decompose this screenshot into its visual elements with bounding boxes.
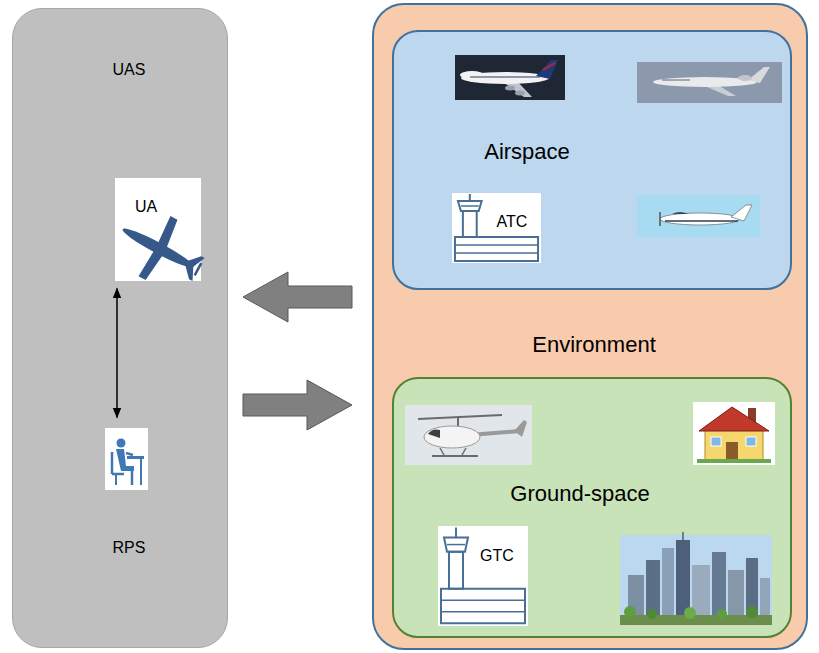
jet-picture [637,62,782,103]
house-picture [693,402,775,465]
gtc-tower-icon [441,527,525,623]
block-arrow [243,380,352,430]
node-label: UA [135,197,157,216]
city-picture [620,532,772,625]
node-label: RPS [113,538,146,557]
airspace-region: AirspaceATC [392,30,792,290]
airliner-picture [455,55,565,100]
node-label: Ground-space [510,481,649,507]
atc-icon-box: ATC [452,193,541,263]
aircraft-icon-box: UA [115,178,201,281]
helicopter-drone-picture [405,405,532,465]
drone-icon [107,199,215,300]
ground-region: Ground-spaceGTC [392,377,792,638]
system-panel: UAS UA RPS [12,8,228,648]
atc-tower-icon [455,194,538,261]
node-label: UAS [113,60,146,79]
node-label: Airspace [484,139,570,165]
pilot-station-box: RPS [95,428,163,562]
node-label: Environment [532,332,656,358]
environment-panel: Environment AirspaceATC Ground-spaceGTC [372,3,808,650]
gtc-icon-box: GTC [438,526,528,626]
light-aircraft-picture [637,195,760,237]
block-arrow [243,272,352,322]
node-label: GTC [480,546,514,565]
pilot-icon [105,428,148,490]
node-label: ATC [497,212,528,231]
link-arrow [116,289,118,418]
